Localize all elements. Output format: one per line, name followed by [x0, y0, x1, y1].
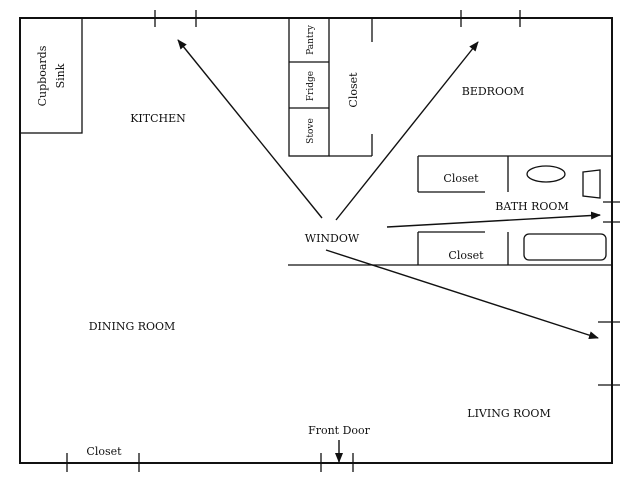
kitchen-closet [329, 18, 373, 157]
top-window-ticks [154, 10, 521, 27]
arrow-to-bathroom [386, 211, 601, 228]
front-door-label: Front Door [308, 424, 371, 437]
toilet-bowl [526, 165, 566, 183]
bathtub [523, 233, 607, 261]
bath-closet-label: Closet [448, 249, 484, 262]
arrow-to-living [325, 249, 599, 340]
kitchen-closet-label: Closet [347, 72, 360, 108]
arrow-to-bedroom [335, 41, 479, 221]
bath-block-walls [288, 155, 612, 266]
living-room-label: LIVING ROOM [467, 407, 550, 420]
window-label: WINDOW [305, 232, 360, 245]
right-window-ticks [598, 201, 620, 386]
cupboards-sink-box [19, 17, 83, 134]
sink-label: Sink [54, 63, 67, 88]
dining-room-label: DINING ROOM [89, 320, 176, 333]
cupboards-label: Cupboards [36, 45, 49, 106]
bedroom-closet-label: Closet [443, 172, 479, 185]
bottom-ticks [66, 453, 354, 472]
kitchen-label: KITCHEN [130, 112, 186, 125]
fridge-label: Fridge [306, 71, 316, 101]
appliance-column [288, 17, 330, 157]
pantry-label: Pantry [306, 24, 316, 55]
bathroom-label: BATH ROOM [495, 200, 568, 213]
bedroom-label: BEDROOM [462, 85, 525, 98]
front-closet-label: Closet [86, 445, 122, 458]
stove-label: Stove [306, 118, 316, 144]
arrow-to-kitchen [177, 39, 323, 219]
toilet-tank [582, 169, 601, 199]
